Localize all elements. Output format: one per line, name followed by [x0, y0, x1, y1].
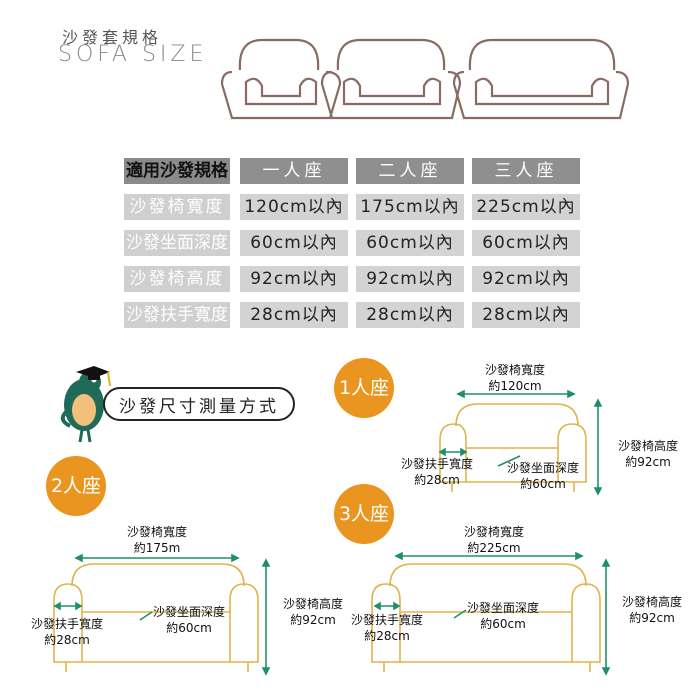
three-seat-arm-label: 沙發扶手寬度	[350, 613, 423, 627]
three-seat-arrows	[373, 551, 611, 676]
table-cell: 92cm以內	[356, 266, 464, 292]
three-seat-badge: 3人座	[334, 484, 394, 544]
row-label-width: 沙發椅寬度	[124, 194, 230, 220]
table-cell: 60cm以內	[472, 230, 580, 256]
three-seat-diagram	[371, 563, 601, 672]
one-seat-width-label: 沙發椅寬度	[484, 363, 545, 377]
table-header-label: 適用沙發規格	[124, 158, 230, 184]
one-seat-height-label: 沙發椅高度	[617, 439, 678, 453]
table-col-two-seat: 二人座	[356, 158, 464, 184]
two-seat-height-label: 沙發椅高度	[282, 597, 343, 611]
three-seat-sofa-icon	[452, 38, 630, 120]
three-seat-width-value: 約225cm	[467, 541, 521, 555]
table-cell: 92cm以內	[240, 266, 348, 292]
three-seat-depth-label: 沙發坐面深度	[466, 601, 539, 615]
title-cn: 沙發套規格	[62, 28, 163, 47]
table-cell: 175cm以內	[356, 194, 464, 220]
two-seat-depth-value: 約60cm	[166, 621, 212, 635]
one-seat-sofa-icon	[220, 38, 342, 120]
table-cell: 28cm以內	[356, 302, 464, 328]
three-seat-height-value: 約92cm	[629, 611, 675, 625]
two-seat-arrows	[53, 553, 271, 676]
two-seat-depth-label: 沙發坐面深度	[152, 605, 225, 619]
measure-banner-text: 沙發尺寸測量方式	[119, 397, 279, 417]
table-cell: 92cm以內	[472, 266, 580, 292]
two-seat-width-label: 沙發椅寬度	[126, 525, 187, 539]
one-seat-width-value: 約120cm	[488, 379, 542, 393]
two-seat-diagram	[53, 563, 259, 672]
two-seat-arm-value: 約28cm	[44, 633, 90, 647]
table-cell: 28cm以內	[240, 302, 348, 328]
two-seat-arm-label: 沙發扶手寬度	[30, 617, 103, 631]
one-seat-badge: 1人座	[334, 358, 394, 418]
one-seat-depth-value: 約60cm	[520, 477, 566, 491]
row-label-arm: 沙發扶手寬度	[124, 302, 230, 328]
table-col-three-seat: 三人座	[472, 158, 580, 184]
two-seat-height-value: 約92cm	[290, 613, 336, 627]
one-seat-arrows	[438, 389, 603, 496]
three-seat-height-label: 沙發椅高度	[621, 595, 682, 609]
title-en: SOFA SIZE	[58, 42, 208, 67]
measure-banner-frame	[103, 387, 295, 421]
table-cell: 60cm以內	[240, 230, 348, 256]
table-cell: 120cm以內	[240, 194, 348, 220]
one-seat-height-value: 約92cm	[625, 455, 671, 469]
table-cell: 225cm以內	[472, 194, 580, 220]
row-label-depth: 沙發坐面深度	[124, 230, 230, 256]
one-seat-arm-label: 沙發扶手寬度	[400, 457, 473, 471]
table-cell: 28cm以內	[472, 302, 580, 328]
two-seat-sofa-icon	[320, 38, 462, 120]
one-seat-arm-value: 約28cm	[414, 473, 460, 487]
three-seat-arm-value: 約28cm	[364, 629, 410, 643]
one-seat-depth-label: 沙發坐面深度	[506, 461, 579, 475]
three-seat-width-label: 沙發椅寬度	[463, 525, 524, 539]
two-seat-badge: 2人座	[46, 456, 106, 516]
table-col-one-seat: 一人座	[240, 158, 348, 184]
row-label-height: 沙發椅高度	[124, 266, 230, 292]
two-seat-width-value: 約175m	[133, 541, 181, 555]
three-seat-depth-value: 約60cm	[480, 617, 526, 631]
table-cell: 60cm以內	[356, 230, 464, 256]
one-seat-diagram	[439, 403, 587, 492]
mascot-icon	[60, 366, 111, 443]
